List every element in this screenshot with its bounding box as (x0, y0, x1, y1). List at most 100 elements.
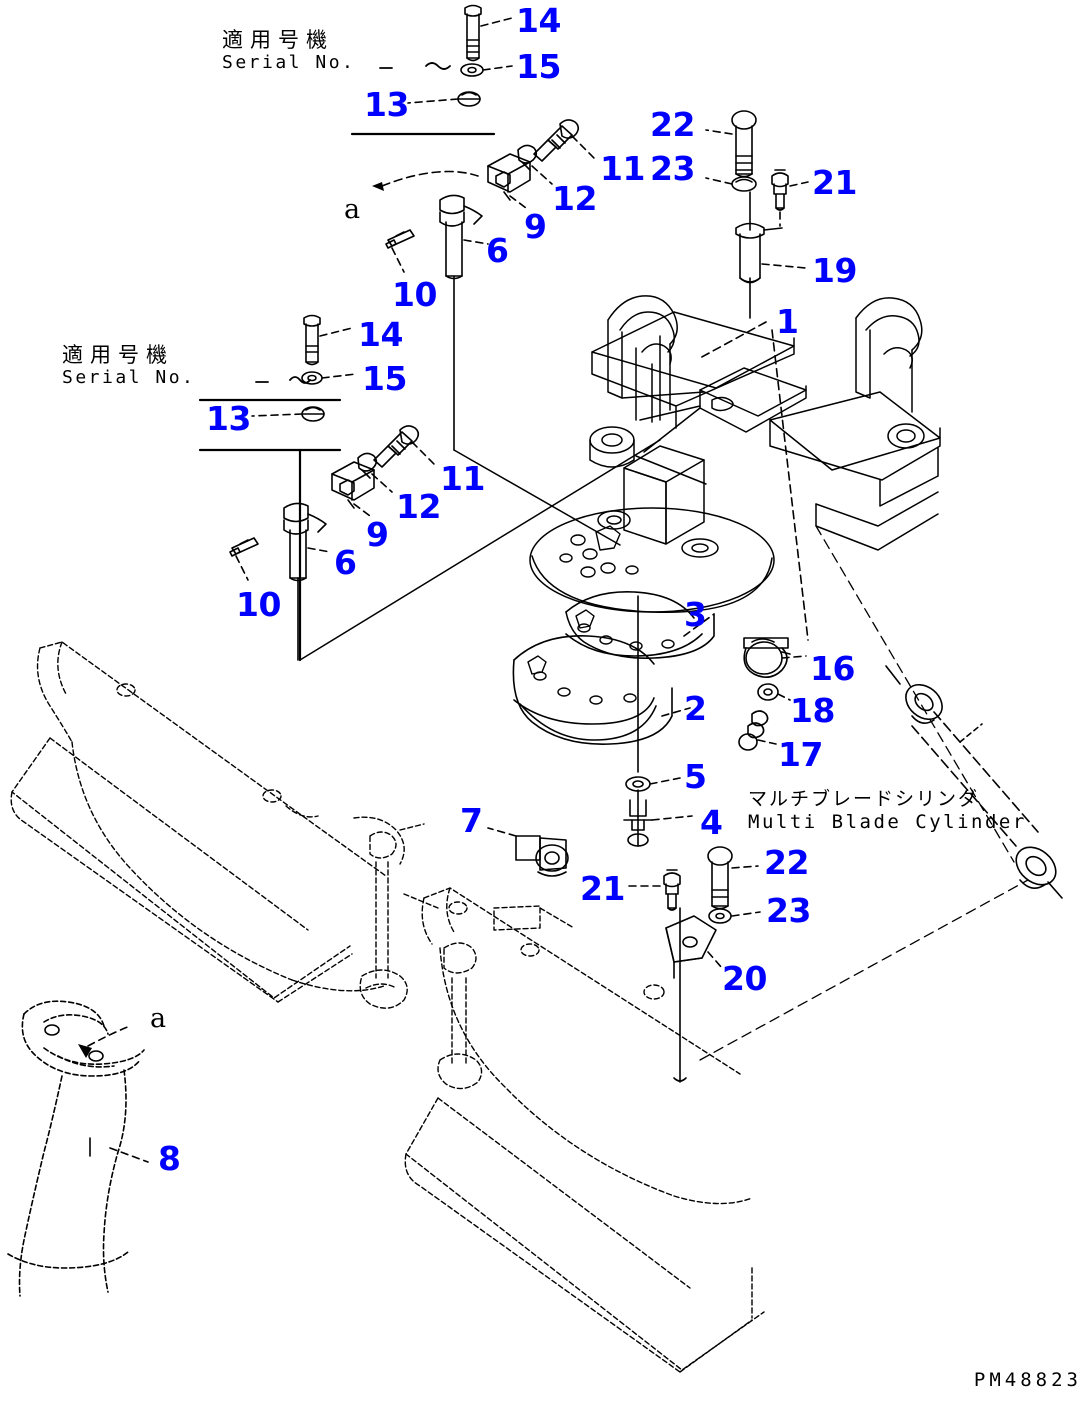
callout-23-upper: 23 (650, 149, 695, 188)
part-21-nipple-upper (771, 169, 789, 211)
part-1-hitch-bracket (529, 295, 941, 613)
cylinder-construction-lines (699, 525, 1029, 1061)
serial-note-upper-english: Serial No. (222, 52, 356, 74)
leader-18 (777, 693, 791, 701)
lower-blade (404, 887, 765, 1373)
part-9-block-lower (331, 461, 375, 509)
callout-2: 2 (684, 689, 707, 728)
leader-14-upper (480, 17, 513, 27)
part-17-grease-fitting (738, 710, 769, 751)
part-14-bolt-upper (464, 4, 482, 62)
part-3-skirt-plate (565, 591, 715, 659)
part-2-skirt-plate (512, 635, 673, 745)
cylinder-caption-japanese: マルチブレードシリンダ (748, 788, 980, 810)
leader-6-upper (463, 239, 489, 245)
callout-9-upper: 9 (524, 207, 547, 246)
callout-19: 19 (812, 251, 857, 290)
part-23-washer-lower (708, 908, 732, 924)
callout-3: 3 (684, 595, 707, 634)
leader-23-lower (731, 911, 761, 917)
part-10-cotter-upper (385, 229, 415, 249)
part-6-pin-upper (439, 194, 483, 280)
part-20-gusset (665, 915, 717, 979)
part-19-pin (735, 222, 783, 284)
callout-6-upper: 6 (486, 231, 509, 270)
part-13-nut-upper (457, 91, 481, 107)
callout-10-lower: 10 (236, 585, 281, 624)
leader-22-upper (705, 129, 733, 135)
leader-11-upper (571, 135, 597, 161)
callout-11-upper: 11 (600, 149, 645, 188)
callout-15: 15 (516, 47, 561, 86)
part-8-blade-detail (7, 1000, 145, 1297)
leader-5 (649, 777, 681, 785)
leader-21-upper (779, 181, 809, 227)
leader-17 (757, 739, 777, 745)
leader-19 (761, 263, 807, 269)
part-15-washer-upper (460, 63, 484, 77)
detail-letter-a-lower: a (150, 1003, 167, 1034)
callout-10-upper: 10 (392, 275, 437, 314)
callout-11-lower: 11 (440, 459, 485, 498)
callout-12-lower: 12 (396, 487, 441, 526)
callout-14: 14 (516, 1, 561, 40)
part-14-bolt-lower (303, 314, 321, 366)
part-11-bolt-upper (533, 119, 580, 162)
callout-9-lower: 9 (366, 515, 389, 554)
cylinder-caption-english: Multi Blade Cylinder (748, 810, 1027, 833)
leader-10-upper (391, 247, 405, 273)
callout-14-lower: 14 (358, 315, 403, 354)
callout-23-lower: 23 (766, 891, 811, 930)
serial-note-upper: 適用号機 Serial No. (222, 28, 355, 74)
serial-note-upper-range (379, 62, 451, 70)
callout-4: 4 (700, 803, 723, 842)
part-22-bolt-upper (731, 110, 757, 178)
serial-note-lower-english: Serial No. (62, 367, 196, 389)
part-21-nipple-lower (663, 869, 681, 911)
detail-arrow-a-upper (372, 170, 479, 191)
leader-3 (683, 613, 715, 637)
leader-23-upper (705, 177, 733, 185)
construction-leaders (299, 439, 661, 661)
part-23-washer-upper (731, 176, 757, 192)
leader-9-upper (509, 195, 527, 209)
callout-6-lower: 6 (334, 543, 357, 582)
leader-2 (661, 707, 691, 717)
leader-12-lower (371, 473, 393, 493)
leader-1 (699, 321, 809, 641)
leader-4 (651, 815, 693, 821)
callout-12-upper: 12 (552, 179, 597, 218)
leader-16 (781, 655, 807, 659)
leader-13-upper (407, 98, 459, 104)
leader-15-upper (482, 65, 513, 71)
multi-blade-cylinder (885, 665, 1063, 899)
callout-5: 5 (684, 757, 707, 796)
part-15-washer-lower (301, 371, 323, 385)
part-20-axis (673, 907, 687, 1083)
serial-note-lower: 適用号機 Serial No. (62, 343, 195, 389)
callout-21-lower: 21 (580, 869, 625, 908)
drawing-number: PM48823 (973, 1369, 1082, 1391)
callout-1: 1 (776, 302, 799, 341)
leader-20 (707, 951, 723, 969)
leader-9-lower (353, 503, 371, 517)
callout-8: 8 (158, 1139, 181, 1178)
detail-letter-a-upper: a (344, 194, 361, 225)
part-12-clamp-upper (517, 144, 538, 171)
part-4-pin (623, 799, 653, 847)
leader-7 (487, 827, 517, 837)
leader-10-lower (235, 555, 249, 581)
part-9-block-upper (487, 153, 531, 201)
leader-6-lower (307, 547, 331, 553)
callout-16: 16 (810, 649, 855, 688)
leader-8 (109, 1147, 149, 1163)
callout-18: 18 (790, 691, 835, 730)
leader-12-upper (531, 165, 553, 185)
leader-11-lower (411, 441, 437, 467)
part-13-nut-lower (301, 406, 325, 422)
callout-22-upper: 22 (650, 105, 695, 144)
leader-14-lower (319, 327, 353, 337)
part-5-washer (625, 776, 651, 792)
